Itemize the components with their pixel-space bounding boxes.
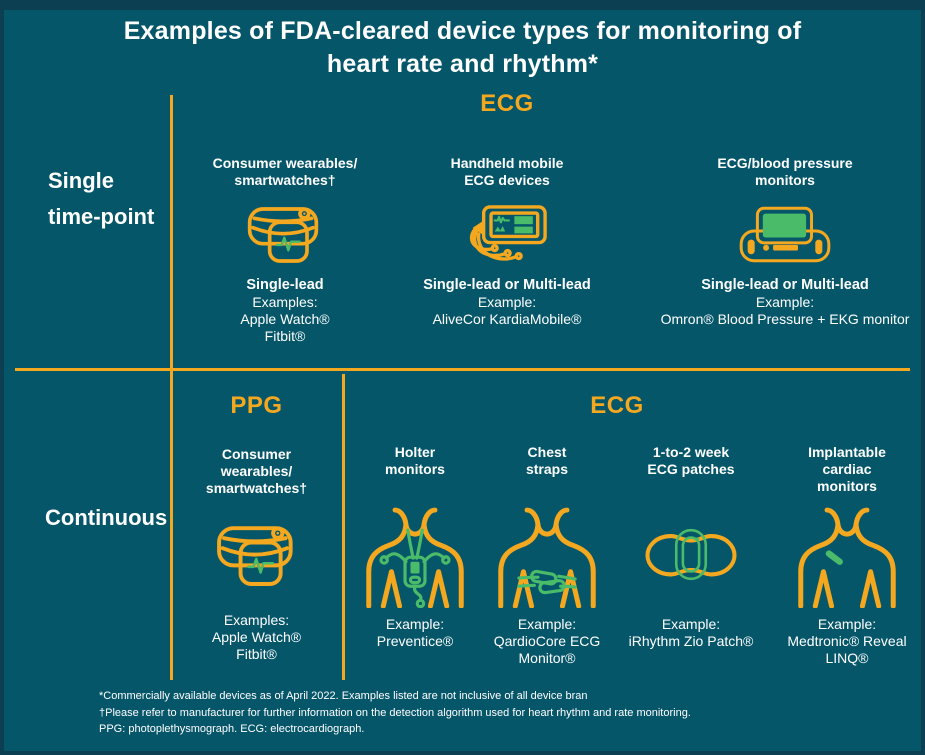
device-type-title-line2: cardiac — [822, 461, 872, 477]
holter-monitor-icon — [350, 496, 480, 612]
page-title-line1: Examples of FDA-cleared device types for… — [123, 17, 802, 45]
footnote-availability: *Commercially available devices as of Ap… — [99, 690, 588, 702]
example-product-1: QardioCore ECG — [493, 633, 601, 649]
example-product-2: Fitbit® — [236, 646, 277, 662]
page-title: Examples of FDA-cleared device types for… — [0, 15, 925, 81]
device-type-title-line1: Chest — [527, 444, 567, 460]
column-bp-monitor: ECG/blood pressure monitors Single-lead … — [647, 155, 923, 355]
example-product-1: Preventice® — [376, 633, 454, 649]
example-label: Example: — [385, 616, 445, 632]
column-holter-monitors: Holter monitors — [350, 444, 480, 666]
column-consumer-wearables-ppg: Consumer wearables/ smartwatches† Exampl… — [171, 446, 342, 666]
bp-monitor-icon — [647, 199, 923, 269]
device-detail: Example: iRhythm Zio Patch® — [585, 616, 797, 650]
device-detail: Single-lead Examples: Apple Watch® Fitbi… — [150, 277, 420, 345]
top-ecg-header: ECG — [480, 90, 534, 117]
example-product-1: Apple Watch® — [211, 629, 302, 645]
row-label-single-time-point: Single time-point — [48, 163, 154, 235]
ecg-patch-icon — [620, 496, 762, 612]
device-type-title-line2: ECG patches — [647, 461, 735, 477]
column-chest-straps: Chest straps Example: QardioCore ECG — [482, 444, 612, 666]
device-type-title-line2: monitors — [385, 461, 445, 477]
device-type-title-line3: smartwatches† — [205, 480, 308, 496]
device-detail: Example: Preventice® — [315, 616, 515, 650]
device-type-title: 1-to-2 week ECG patches — [620, 444, 762, 478]
device-type-title-line1: Holter — [394, 444, 436, 460]
example-product-1: iRhythm Zio Patch® — [628, 633, 754, 649]
footnote-manufacturer: †Please refer to manufacturer for furthe… — [99, 706, 691, 719]
example-label: Examples: — [252, 294, 318, 310]
lead-type-label: Single-lead or Multi-lead — [423, 277, 591, 293]
example-product-1: Omron® Blood Pressure + EKG monitor — [660, 311, 910, 327]
device-type-title-line1: ECG/blood pressure — [717, 155, 853, 171]
row-label-continuous: Continuous — [45, 505, 168, 530]
example-label: Example: — [817, 616, 877, 632]
example-product-1: AliveCor KardiaMobile® — [432, 311, 582, 327]
device-detail: Single-lead or Multi-lead Example: Alive… — [362, 277, 652, 328]
footnote-abbreviations: PPG: photoplethysmograph. ECG: electroca… — [99, 723, 365, 735]
handheld-ecg-icon — [397, 193, 617, 275]
device-type-title-line2: smartwatches† — [234, 172, 336, 188]
device-type-title-line2: wearables/ — [220, 463, 293, 479]
example-label: Example: — [661, 616, 721, 632]
smartwatch-icon — [171, 518, 342, 592]
device-type-title: Handheld mobile ECG devices — [397, 155, 617, 189]
smartwatch-icon — [185, 195, 385, 273]
device-type-title-line1: Implantable — [808, 444, 886, 460]
vertical-divider-left — [170, 95, 173, 680]
device-type-title: Holter monitors — [350, 444, 480, 478]
example-product-2: LINQ® — [825, 650, 869, 666]
column-ecg-patches: 1-to-2 week ECG patches Example: iRhythm… — [620, 444, 762, 666]
column-handheld-ecg: Handheld mobile ECG devices Single-le — [397, 155, 617, 355]
device-type-title-line1: Consumer — [221, 446, 292, 462]
example-label: Example: — [755, 294, 815, 310]
device-type-title-line3: monitors — [817, 478, 877, 494]
device-type-title: Implantable cardiac monitors — [774, 444, 920, 495]
column-implantable-monitors: Implantable cardiac monitors Example: Me… — [774, 444, 920, 666]
device-type-title: Consumer wearables/ smartwatches† — [171, 446, 342, 497]
device-type-title-line2: monitors — [755, 172, 815, 188]
row-label-single: Single — [48, 168, 115, 193]
row-label-time-point: time-point — [48, 204, 155, 229]
device-type-title: ECG/blood pressure monitors — [647, 155, 923, 189]
bottom-ecg-header: ECG — [590, 392, 644, 419]
example-product-1: Medtronic® Reveal — [787, 633, 907, 649]
device-detail: Single-lead or Multi-lead Example: Omron… — [612, 277, 925, 328]
column-consumer-wearables-top: Consumer wearables/ smartwatches† Single… — [185, 155, 385, 355]
vertical-divider-ppg-ecg — [342, 374, 345, 680]
implantable-cardiac-monitor-icon — [774, 496, 920, 612]
chest-strap-icon — [482, 496, 612, 612]
example-label: Example: — [477, 294, 537, 310]
example-label: Examples: — [223, 612, 290, 628]
page-title-line2: heart rate and rhythm* — [326, 50, 599, 78]
device-type-title-line2: straps — [525, 461, 569, 477]
lead-type-label: Single-lead — [246, 277, 324, 293]
device-type-title-line1: Consumer wearables/ — [212, 155, 358, 171]
device-detail: Example: QardioCore ECG Monitor® — [447, 616, 647, 667]
device-detail: Examples: Apple Watch® Fitbit® — [136, 612, 377, 663]
device-type-title: Chest straps — [482, 444, 612, 478]
example-product-1: Apple Watch® — [240, 311, 330, 327]
horizontal-divider — [15, 368, 910, 371]
example-product-2: Fitbit® — [264, 328, 306, 344]
lead-type-label: Single-lead or Multi-lead — [701, 277, 869, 293]
device-type-title-line1: Handheld mobile — [450, 155, 564, 171]
ppg-header: PPG — [230, 392, 283, 419]
example-product-2: Monitor® — [518, 650, 576, 666]
device-detail: Example: Medtronic® Reveal LINQ® — [739, 616, 925, 667]
footnotes: *Commercially available devices as of Ap… — [99, 688, 691, 738]
device-type-title-line2: ECG devices — [464, 172, 550, 188]
example-label: Example: — [517, 616, 577, 632]
device-type-title: Consumer wearables/ smartwatches† — [185, 155, 385, 189]
device-type-title-line1: 1-to-2 week — [652, 444, 730, 460]
